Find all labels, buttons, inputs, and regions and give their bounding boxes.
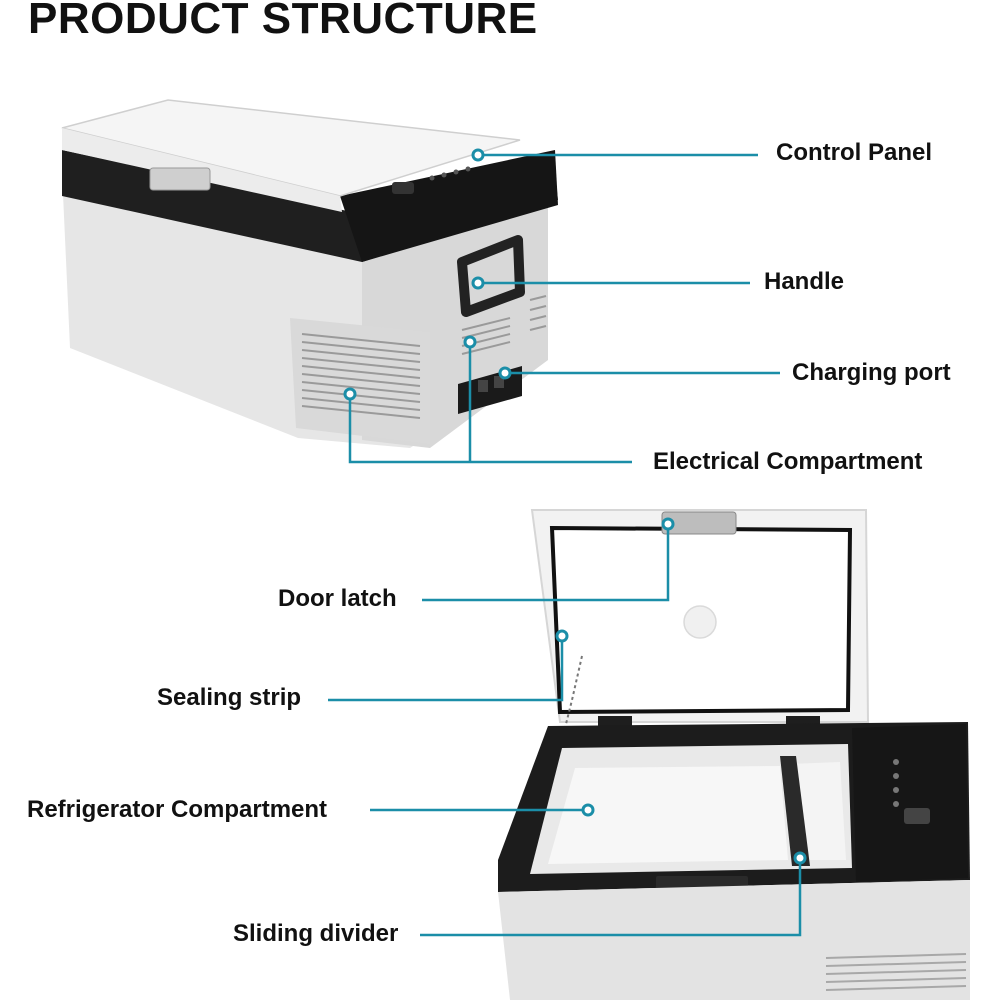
handle-shape bbox=[457, 235, 525, 317]
label-sealing-strip: Sealing strip bbox=[157, 684, 302, 711]
front-vent-grille bbox=[301, 333, 421, 419]
callout-line-electrical-left bbox=[348, 394, 632, 464]
label-electrical-compartment: Electrical Compartment bbox=[653, 448, 923, 475]
open-fridge-illustration bbox=[498, 509, 970, 1000]
refrigerator-compartment-shape bbox=[548, 766, 788, 864]
closed-fridge-illustration bbox=[61, 99, 558, 448]
callout-line-door-latch bbox=[422, 524, 670, 602]
label-charging-port: Charging port bbox=[792, 359, 951, 386]
label-door-latch: Door latch bbox=[278, 585, 397, 612]
sliding-divider-shape bbox=[780, 756, 810, 866]
power-button-shape bbox=[392, 182, 414, 194]
callout-lines bbox=[328, 153, 802, 937]
callout-line-sealing-strip bbox=[328, 636, 564, 702]
label-control-panel: Control Panel bbox=[776, 139, 933, 166]
callout-dots bbox=[343, 148, 807, 865]
page-title: PRODUCT STRUCTURE bbox=[28, 0, 538, 43]
bottom-vent-grille bbox=[825, 953, 967, 991]
callout-line-sliding-divider bbox=[420, 858, 802, 937]
label-refrigerator-compartment: Refrigerator Compartment bbox=[27, 796, 328, 823]
label-handle: Handle bbox=[764, 268, 845, 295]
label-sliding-divider: Sliding divider bbox=[233, 920, 399, 947]
top-latch-shape bbox=[149, 167, 211, 191]
